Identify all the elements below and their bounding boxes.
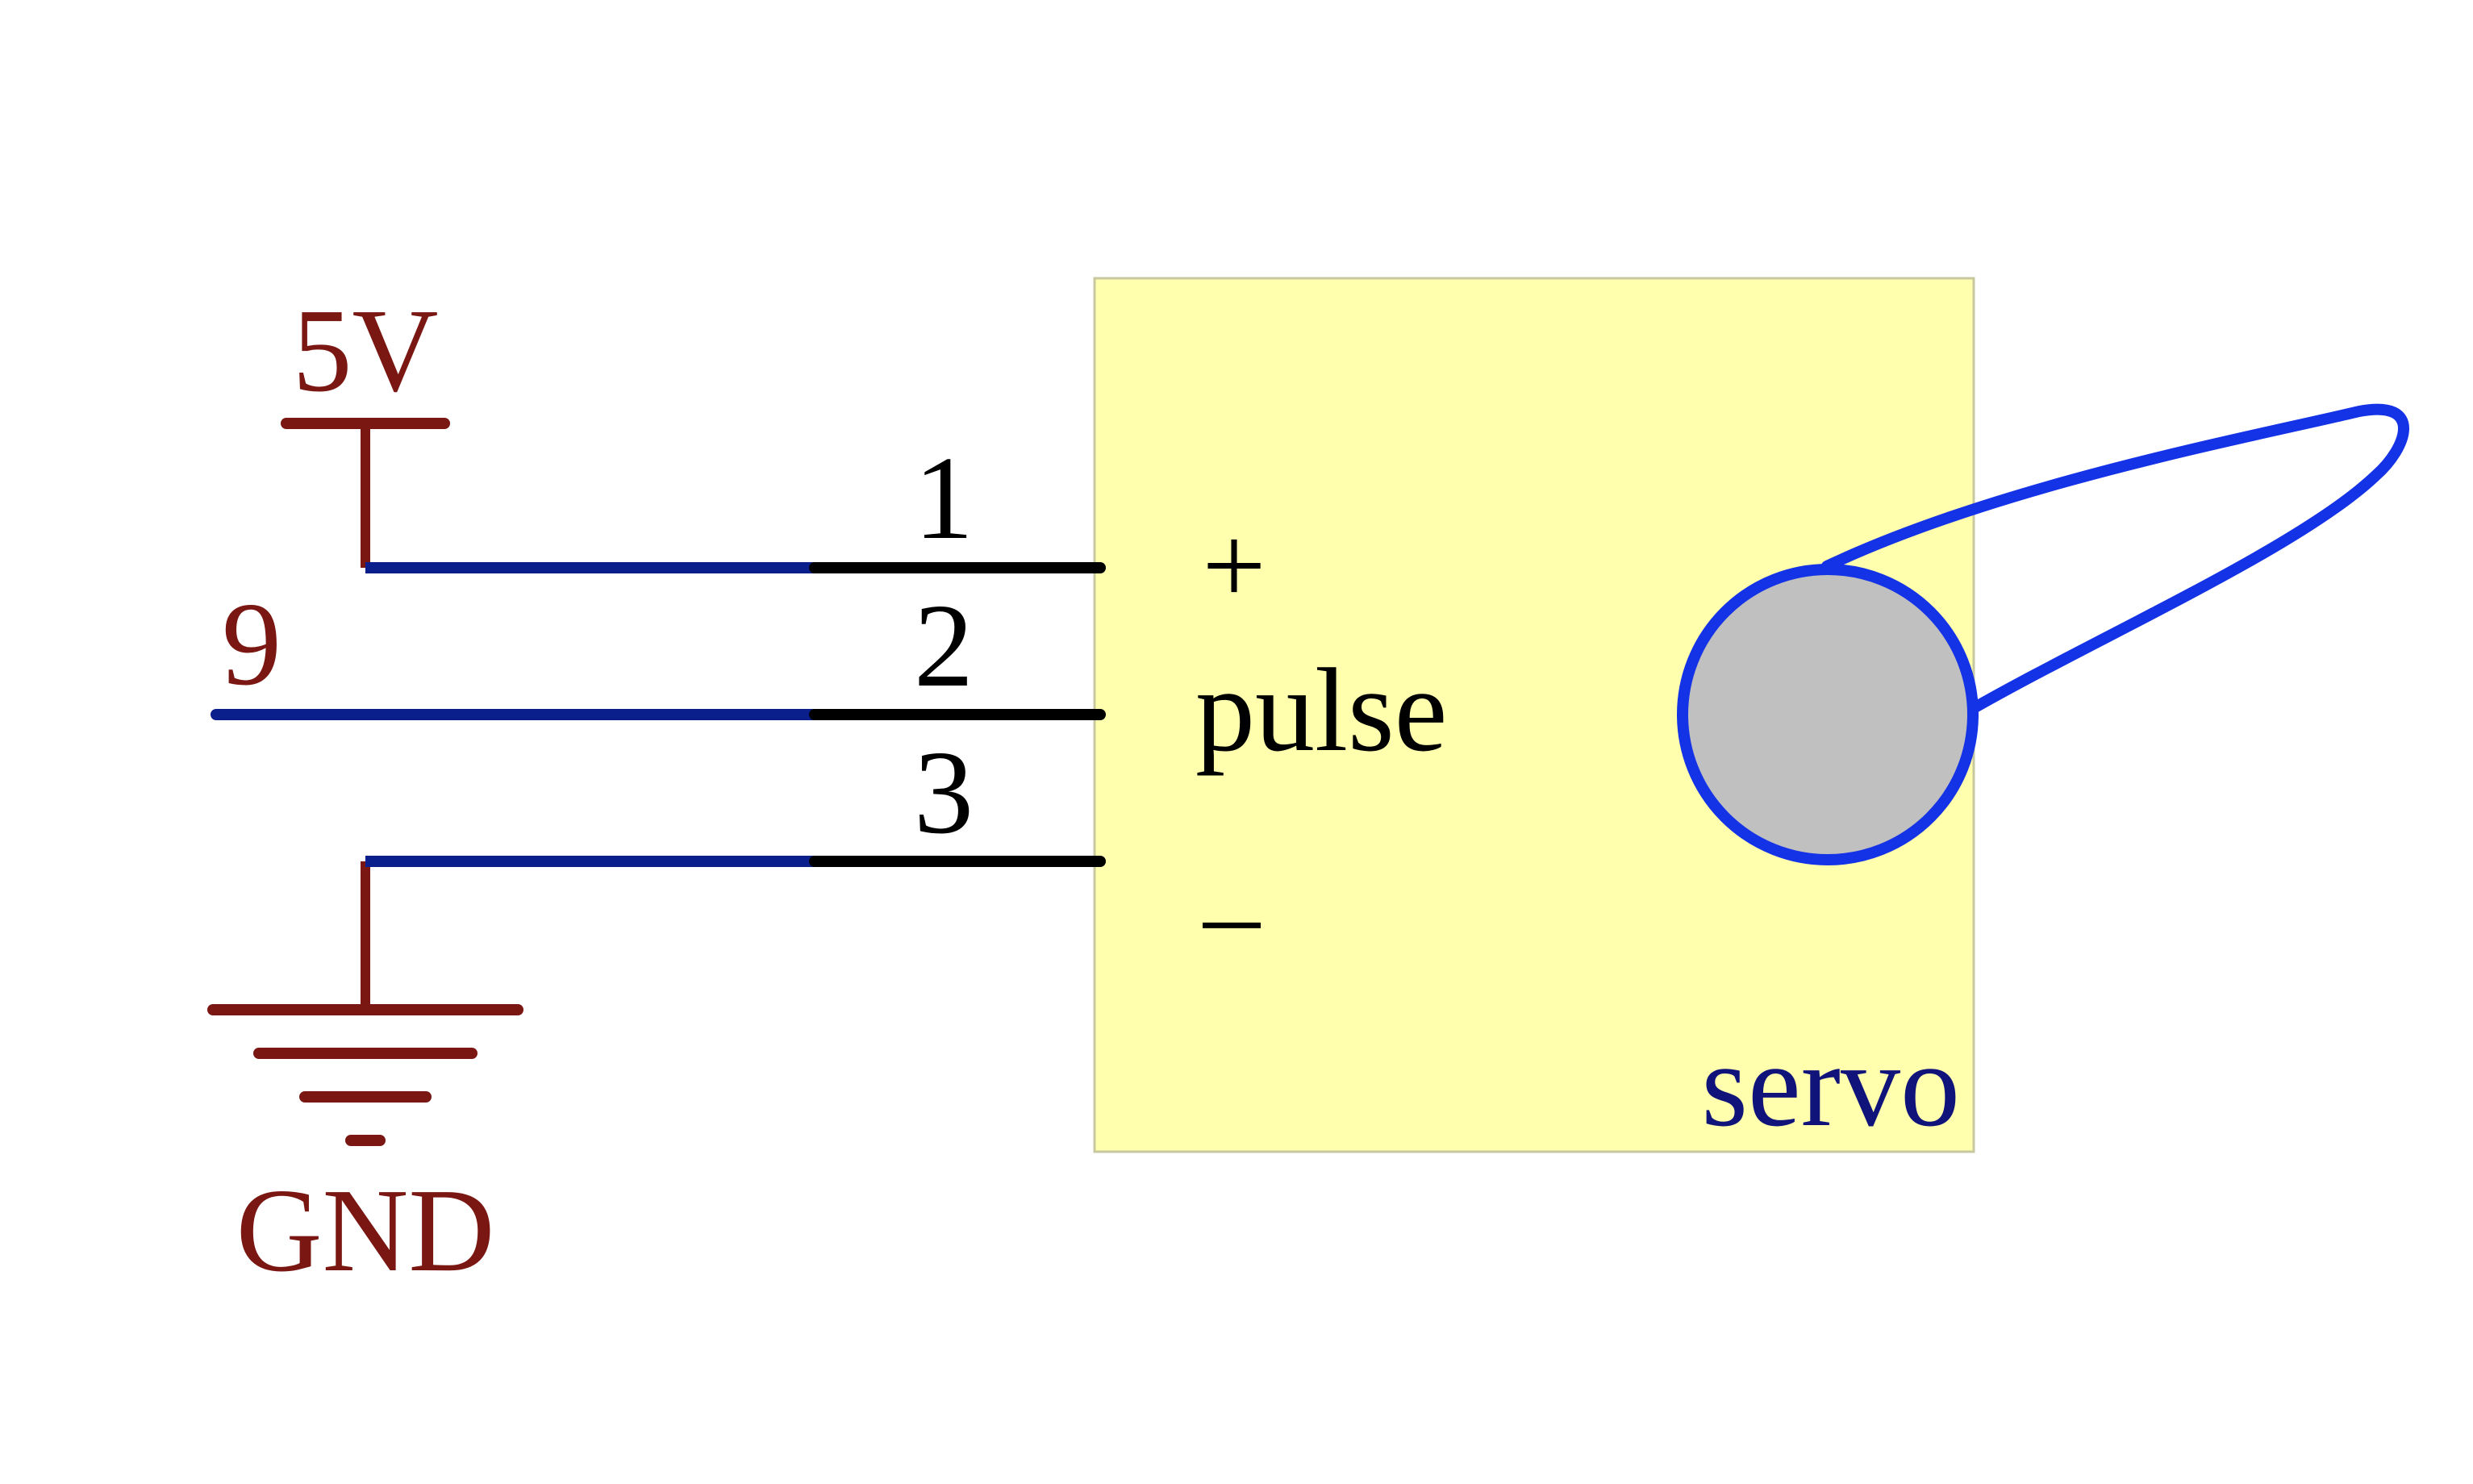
vcc-label: 5V xyxy=(293,285,439,417)
minus-label: – xyxy=(1203,852,1261,977)
pin-2-number: 2 xyxy=(914,580,974,712)
pin-1-number: 1 xyxy=(914,432,974,565)
pulse-label: pulse xyxy=(1195,644,1447,777)
servo-label: servo xyxy=(1701,1019,1960,1152)
servo-horn xyxy=(1821,403,2409,717)
signal-label: 9 xyxy=(222,578,281,711)
plus-label: + xyxy=(1203,503,1266,628)
ground-symbol xyxy=(207,861,523,1146)
servo-shaft xyxy=(1677,564,1979,865)
ground-label: GND xyxy=(236,1165,495,1297)
pin-3-number: 3 xyxy=(914,727,974,859)
vcc-symbol xyxy=(281,418,450,568)
